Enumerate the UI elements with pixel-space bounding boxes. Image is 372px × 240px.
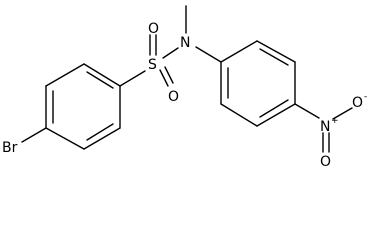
bond [220, 40, 258, 63]
structure-drawing: Br S O O N N + O - O [2, 5, 367, 170]
bond [256, 40, 296, 63]
bond-n-o-right [332, 107, 353, 120]
bond-s-o-lower [164, 66, 174, 84]
nitro-group [322, 107, 353, 153]
bond [45, 63, 85, 87]
atom-o-lower: O [168, 89, 179, 105]
atom-n-amine: N [180, 35, 190, 51]
bond [83, 63, 121, 87]
bond-n-aryl [195, 46, 222, 63]
bond-c-br [21, 127, 47, 143]
molecule-canvas: Br S O O N N + O - O [2, 5, 367, 170]
charge-o-nitro-right: - [364, 92, 367, 102]
bond [83, 127, 121, 150]
aromatic-inner-bond [86, 71, 114, 89]
bond [220, 103, 258, 127]
bond [256, 103, 296, 127]
bond-s-o-lower [159, 69, 169, 87]
atom-br: Br [2, 140, 18, 156]
bromophenyl-ring [45, 63, 121, 150]
charge-n-nitro: + [331, 116, 339, 126]
atom-o-upper: O [148, 21, 159, 37]
atom-o-nitro-down: O [320, 154, 331, 170]
aromatic-inner-bond [86, 123, 114, 141]
bond [45, 127, 85, 150]
bond-c-n-nitro [294, 103, 320, 119]
bond-c-s [119, 70, 146, 87]
aromatic-inner-bond [259, 48, 289, 66]
sulfonyl-group [149, 34, 174, 87]
atom-n-nitro: N [320, 119, 330, 135]
aromatic-inner-bond [259, 99, 289, 118]
atom-o-nitro-right: O [352, 95, 363, 111]
atom-s: S [148, 57, 157, 73]
nitrophenyl-ring [220, 40, 296, 127]
bond-s-n [162, 47, 179, 59]
